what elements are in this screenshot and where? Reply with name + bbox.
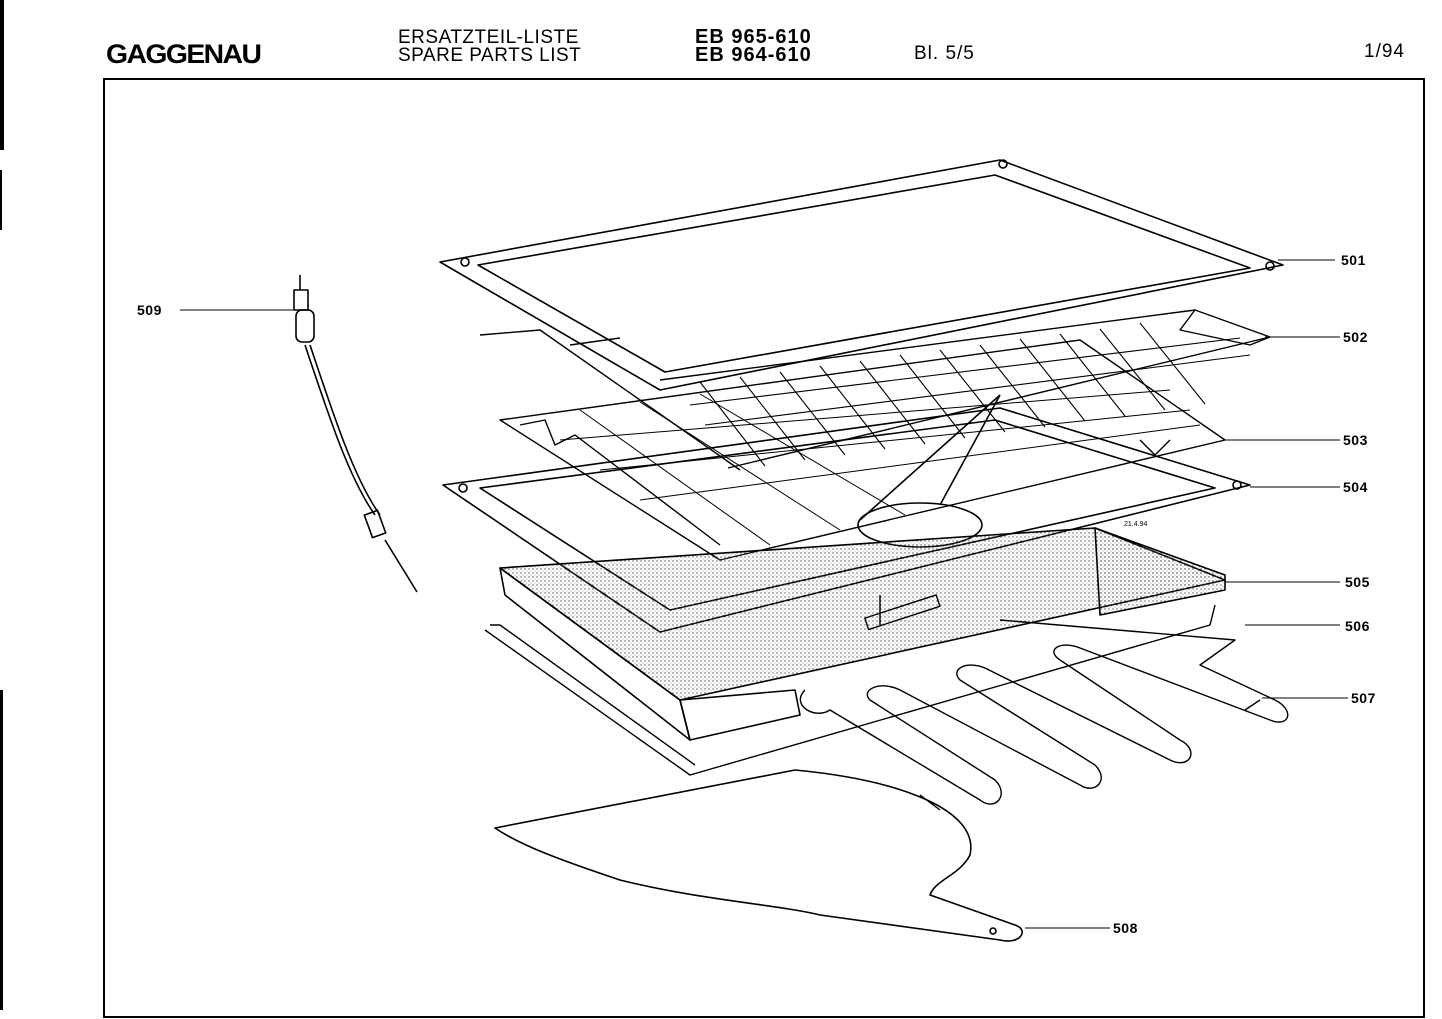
callout-508: 508 [1113, 920, 1138, 936]
model-number-1: EB 965-610 [695, 26, 812, 48]
part-509-temperature-probe [293, 275, 418, 593]
callout-501: 501 [1341, 252, 1366, 268]
part-503-shelf-rack [499, 339, 1226, 561]
callout-505: 505 [1345, 574, 1370, 590]
callout-502: 502 [1343, 329, 1368, 345]
part-501-tray [439, 159, 1284, 391]
callout-507: 507 [1351, 690, 1376, 706]
binding-edge-mark [0, 690, 3, 1010]
drawing-frame [103, 78, 1425, 1018]
part-508-cover-sheet [494, 769, 1023, 942]
sheet-number: Bl. 5/5 [914, 43, 975, 64]
document-title: ERSATZTEIL-LISTE SPARE PARTS LIST [398, 27, 582, 66]
drawing-stamp: 21.4.94 [1124, 521, 1147, 528]
callout-506: 506 [1345, 618, 1370, 634]
model-numbers: EB 965-610 EB 964-610 [695, 26, 812, 66]
part-505-insulation [499, 527, 1226, 741]
title-german: ERSATZTEIL-LISTE [398, 27, 579, 48]
title-english: SPARE PARTS LIST [398, 45, 582, 66]
binding-edge-mark [0, 0, 4, 150]
binding-edge-mark [0, 170, 2, 230]
callout-509: 509 [137, 302, 162, 318]
leader-lines [180, 259, 1348, 929]
callout-504: 504 [1343, 479, 1368, 495]
part-506-frame [484, 594, 1216, 776]
brand-logo: GAGGENAU [106, 39, 262, 69]
issue-date: 1/94 [1364, 41, 1405, 62]
callout-503: 503 [1343, 432, 1368, 448]
model-number-2: EB 964-610 [695, 44, 812, 66]
